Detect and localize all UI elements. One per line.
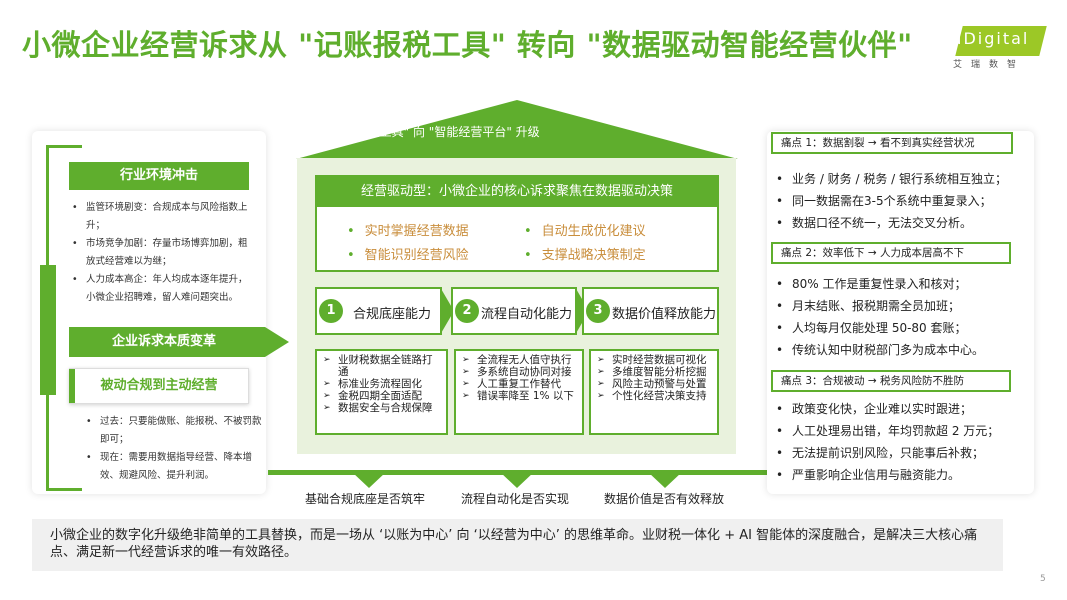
env-impact-title: 行业环境冲击 <box>69 162 249 190</box>
list-item: 全流程无人值守执行 <box>462 354 578 366</box>
idigital-logo: iDigital 艾瑞数智 <box>953 26 1047 72</box>
list-item: 现在：需要用数据指导经营、降本增效、规避风险、提升利润。 <box>86 449 264 485</box>
core-demand-box: 经营驱动型：小微企业的核心诉求聚焦在数据驱动决策 实时掌握经营数据 自动生成优化… <box>315 175 719 272</box>
passive-to-active-title: 被动合规到主动经营 <box>69 368 249 404</box>
down-arrow-icon <box>352 472 386 488</box>
capability-number: 2 <box>455 299 479 323</box>
list-item: 错误率降至 1% 以下 <box>462 390 578 402</box>
summary-box: 小微企业的数字化升级绝非简单的工具替换，而是一场从 ‘以账为中心’ 向 ‘以经营… <box>32 519 1003 571</box>
list-item: 数据口径不统一，无法交叉分析。 <box>776 212 1031 234</box>
list-item: 业务 / 财务 / 税务 / 银行系统相互独立； <box>776 168 1031 190</box>
roof-text: 从 "记账报税工具" 向 "智能经营平台" 升级 <box>310 125 540 139</box>
pain-point-3-title: 痛点 3：合规被动 → 税务风险防不胜防 <box>771 370 1011 392</box>
capability-number: 3 <box>586 299 610 323</box>
logo-subtitle: 艾瑞数智 <box>953 60 1026 70</box>
core-item: 智能识别经营风险 <box>347 244 469 263</box>
list-item: 人均每月仅能处理 50-80 套账； <box>776 317 1031 339</box>
summary-text: 小微企业的数字化升级绝非简单的工具替换，而是一场从 ‘以账为中心’ 向 ‘以经营… <box>50 528 978 560</box>
list-item: 风险主动预警与处置 <box>597 378 713 390</box>
list-item: 过去：只要能做账、能报税、不被罚款即可； <box>86 413 264 449</box>
list-item: 人工重复工作替代 <box>462 378 578 390</box>
list-item: 业财税数据全链路打通 <box>323 354 442 378</box>
capability-label: 数据价值释放能力 <box>612 307 717 322</box>
down-arrow-icon <box>500 472 534 488</box>
list-item: 标准业务流程固化 <box>323 378 442 390</box>
pain-point-2-title: 痛点 2：效率低下 → 人力成本居高不下 <box>771 242 1011 264</box>
capability-label: 合规底座能力 <box>353 307 432 322</box>
arrow-shape <box>69 327 289 357</box>
list-item: 个性化经营决策支持 <box>597 390 713 402</box>
pain-point-2-list: 80% 工作是重复性录入和核对； 月末结账、报税期需全员加班； 人均每月仅能处理… <box>776 273 1031 361</box>
list-item: 数据安全与合规保障 <box>323 402 442 414</box>
detail-compliance: 业财税数据全链路打通 标准业务流程固化 金税四期全面适配 数据安全与合规保障 <box>315 349 448 435</box>
list-item: 月末结账、报税期需全员加班； <box>776 295 1031 317</box>
core-item: 自动生成优化建议 <box>524 220 646 239</box>
demand-change-label: 企业诉求本质变革 <box>111 334 216 349</box>
list-item: 同一数据需在3-5个系统中重复录入； <box>776 190 1031 212</box>
list-item: 金税四期全面适配 <box>323 390 442 402</box>
env-impact-list: 监管环境剧变：合规成本与风险指数上升； 市场竞争加剧：存量市场博弈加剧，粗放式经… <box>72 199 250 307</box>
list-item: 80% 工作是重复性录入和核对； <box>776 273 1031 295</box>
list-item: 市场竞争加剧：存量市场博弈加剧，粗放式经营难以为继； <box>72 235 250 271</box>
pain-point-1-title: 痛点 1：数据割裂 → 看不到真实经营状况 <box>771 132 1013 154</box>
capability-label: 流程自动化能力 <box>481 307 573 322</box>
list-item: 人工处理易出错，年均罚款超 2 万元； <box>776 420 1031 442</box>
capability-data-value: 3 数据价值释放能力 <box>582 287 719 335</box>
foundation-label: 流程自动化是否实现 <box>461 492 570 506</box>
list-item: 监管环境剧变：合规成本与风险指数上升； <box>72 199 250 235</box>
capability-compliance: 1 合规底座能力 <box>315 287 442 335</box>
demand-change-arrow: 企业诉求本质变革 <box>69 327 289 357</box>
foundation-label: 数据价值是否有效释放 <box>604 492 725 506</box>
page-title: 小微企业经营诉求从 "记账报税工具" 转向 "数据驱动智能经营伙伴" <box>22 28 913 62</box>
detail-data-value: 实时经营数据可视化 多维度智能分析挖掘 风险主动预警与处置 个性化经营决策支持 <box>589 349 719 435</box>
list-item: 无法提前识别风险，只能事后补救； <box>776 442 1031 464</box>
detail-automation: 全流程无人值守执行 多系统自动协同对接 人工重复工作替代 错误率降至 1% 以下 <box>454 349 584 435</box>
logo-text: iDigital <box>957 29 1030 48</box>
passive-to-active-list: 过去：只要能做账、能报税、不被罚款即可； 现在：需要用数据指导经营、降本增效、规… <box>86 413 264 485</box>
down-arrow-icon <box>648 472 682 488</box>
core-item: 支撑战略决策制定 <box>524 244 646 263</box>
chevron-right-icon <box>440 287 454 335</box>
capability-automation: 2 流程自动化能力 <box>451 287 577 335</box>
left-bar <box>40 265 56 395</box>
list-item: 实时经营数据可视化 <box>597 354 713 366</box>
list-item: 人力成本高企：年人均成本逐年提升，小微企业招聘难，留人难问题突出。 <box>72 271 250 307</box>
pain-point-3-list: 政策变化快，企业难以实时跟进； 人工处理易出错，年均罚款超 2 万元； 无法提前… <box>776 398 1031 486</box>
list-item: 政策变化快，企业难以实时跟进； <box>776 398 1031 420</box>
house-roof <box>296 100 738 159</box>
pain-point-1-list: 业务 / 财务 / 税务 / 银行系统相互独立； 同一数据需在3-5个系统中重复… <box>776 168 1031 234</box>
core-demand-title: 经营驱动型：小微企业的核心诉求聚焦在数据驱动决策 <box>317 177 717 207</box>
capability-number: 1 <box>319 299 343 323</box>
list-item: 传统认知中财税部门多为成本中心。 <box>776 339 1031 361</box>
foundation-label: 基础合规底座是否筑牢 <box>305 492 426 506</box>
list-item: 多维度智能分析挖掘 <box>597 366 713 378</box>
list-item: 多系统自动协同对接 <box>462 366 578 378</box>
core-item: 实时掌握经营数据 <box>347 220 469 239</box>
page-number: 5 <box>1040 574 1046 584</box>
list-item: 严重影响企业信用与融资能力。 <box>776 464 1031 486</box>
